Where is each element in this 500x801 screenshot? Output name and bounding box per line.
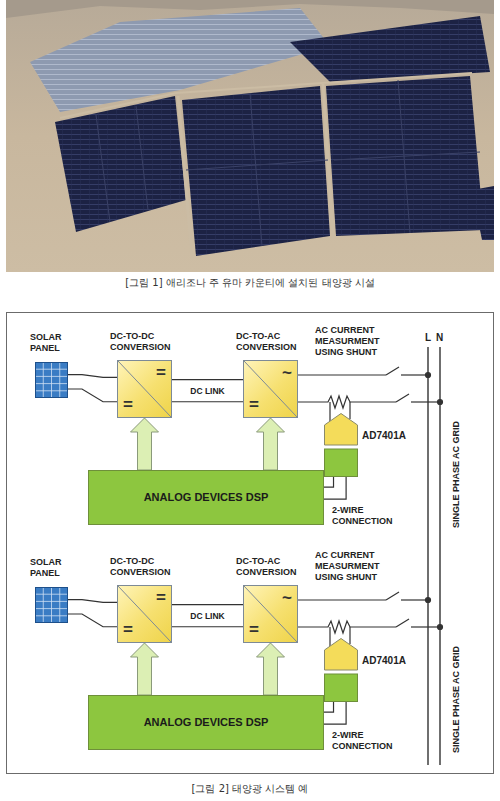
dsp-box: ANALOG DEVICES DSP (88, 470, 324, 525)
control-arrow (257, 643, 285, 695)
isolated-modulator: AD7401A (324, 413, 358, 477)
solar-panel: SOLAR PANEL (35, 362, 68, 398)
converter-symbol: = (249, 621, 259, 639)
panel-cells (35, 362, 68, 398)
modulator-symbol (324, 413, 358, 477)
converter-symbol: = (156, 364, 166, 382)
wire-connector (324, 702, 346, 724)
figure-caption: [그림 1] 애리조나 주 유마 카운티에 설치된 태양광 시설 (0, 276, 500, 289)
control-arrow (257, 418, 285, 470)
converter-symbol: = (123, 396, 133, 414)
isolated-modulator: AD7401A (324, 638, 358, 702)
converter-box: DC-TO-DC CONVERSION== (117, 585, 172, 643)
line-label: N (436, 332, 443, 344)
panel-cells (35, 587, 68, 623)
ac-output-wiring (298, 592, 443, 646)
chip-label: AD7401A (362, 655, 406, 667)
measurement-note: AC CURRENT MEASURMENT USING SHUNT (315, 325, 387, 358)
line-label: L (425, 332, 431, 344)
chip-label: AD7401A (362, 430, 406, 442)
wire-connector (172, 380, 243, 402)
wire-connector (324, 477, 346, 499)
node-heading: DC-TO-AC CONVERSION (236, 556, 314, 578)
solar-farm-photo (6, 0, 494, 272)
dsp-label: ANALOG DEVICES DSP (89, 696, 323, 749)
grid-label: SINGLE PHASE AC GRID (451, 410, 462, 540)
solar-panel: SOLAR PANEL (35, 587, 68, 623)
grid-label: SINGLE PHASE AC GRID (451, 635, 462, 765)
wire-connector (172, 605, 243, 627)
converter-symbol: = (123, 621, 133, 639)
node-heading: DC-TO-DC CONVERSION (110, 331, 188, 353)
wire-connector (68, 375, 117, 402)
measurement-note: AC CURRENT MEASURMENT USING SHUNT (315, 550, 387, 583)
connector-label: 2-WIRE CONNECTION (332, 505, 396, 527)
control-arrow (131, 643, 159, 695)
node-heading: SOLAR PANEL (30, 557, 74, 579)
grid-line (428, 347, 440, 765)
converter-symbol: ~ (282, 364, 292, 382)
figure-caption: [그림 2] 태양광 시스템 예 (0, 782, 500, 795)
converter-symbol: ~ (282, 589, 292, 607)
connector-label: DC LINK (189, 611, 225, 621)
control-arrow (131, 418, 159, 470)
dsp-label: ANALOG DEVICES DSP (89, 471, 323, 524)
converter-symbol: = (156, 589, 166, 607)
wire-connector (68, 600, 117, 627)
node-heading: SOLAR PANEL (30, 332, 74, 354)
ac-output-wiring (298, 367, 443, 421)
node-heading: DC-TO-DC CONVERSION (110, 556, 188, 578)
modulator-symbol (324, 638, 358, 702)
converter-symbol: = (249, 396, 259, 414)
converter-box: DC-TO-AC CONVERSION~= (243, 360, 298, 418)
node-heading: DC-TO-AC CONVERSION (236, 331, 314, 353)
dsp-box: ANALOG DEVICES DSP (88, 695, 324, 750)
connector-label: DC LINK (189, 386, 225, 396)
connector-label: 2-WIRE CONNECTION (332, 730, 396, 752)
converter-box: DC-TO-AC CONVERSION~= (243, 585, 298, 643)
converter-box: DC-TO-DC CONVERSION== (117, 360, 172, 418)
figure-frame (7, 313, 494, 774)
